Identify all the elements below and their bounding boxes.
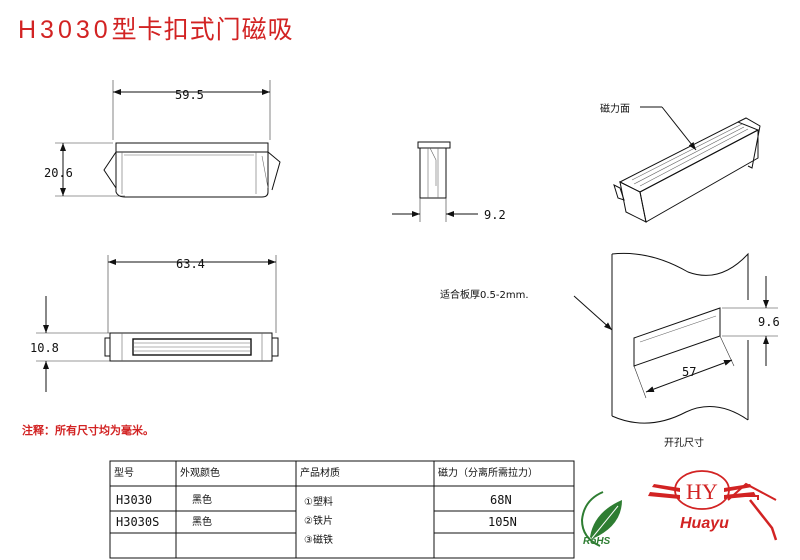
side-view: 9.2 <box>392 141 506 222</box>
row2-model: H3030S <box>116 515 159 529</box>
row1-color: 黑色 <box>192 493 212 506</box>
title-name: 型卡扣式门磁吸 <box>111 15 294 44</box>
brand-name: Huayu <box>680 515 729 532</box>
header-model: 型号 <box>114 466 134 479</box>
dim-cutout-height: 9.6 <box>758 315 780 329</box>
front-view: 59.5 20.6 <box>44 80 281 198</box>
header-force: 磁力（分离所需拉力） <box>438 466 538 479</box>
dim-cutout-width: 57 <box>682 365 696 379</box>
cutout-view: 9.6 57 适合板厚0.5-2mm. 开孔尺寸 <box>440 252 780 449</box>
dim-top-height: 20.6 <box>44 166 73 180</box>
rohs-logo: RoHS <box>580 491 622 547</box>
dim-top-width: 59.5 <box>175 88 204 102</box>
row1-model: H3030 <box>116 493 152 507</box>
units-note: 注释：所有尺寸均为毫米。 <box>22 424 154 437</box>
material-3: ③磁铁 <box>304 533 333 546</box>
header-material: 产品材质 <box>300 466 340 479</box>
title-code: H3030 <box>18 16 112 44</box>
material-2: ②铁片 <box>304 514 333 527</box>
header-color: 外观颜色 <box>180 466 220 479</box>
spec-table: 型号 外观颜色 产品材质 磁力（分离所需拉力） H3030 黑色 68N H30… <box>109 460 575 559</box>
dim-bottom-width: 63.4 <box>176 257 205 271</box>
huayu-logo: HY Huayu <box>648 470 778 541</box>
label-magnet-face: 磁力面 <box>600 102 630 115</box>
page-title: H3030型卡扣式门磁吸 <box>18 10 294 46</box>
material-1: ①塑料 <box>304 495 333 508</box>
rohs-text: RoHS <box>583 536 611 547</box>
brand-initials: HY <box>686 479 718 504</box>
row1-force: 68N <box>490 493 512 507</box>
label-panel-thickness: 适合板厚0.5-2mm. <box>440 288 529 301</box>
isometric-view: 磁力面 <box>600 102 761 223</box>
dim-bottom-height: 10.8 <box>30 341 59 355</box>
row2-color: 黑色 <box>192 515 212 528</box>
dim-side-depth: 9.2 <box>484 208 506 222</box>
bottom-view: 63.4 10.8 <box>30 255 279 392</box>
label-cutout-size: 开孔尺寸 <box>664 436 704 449</box>
row2-force: 105N <box>488 515 517 529</box>
